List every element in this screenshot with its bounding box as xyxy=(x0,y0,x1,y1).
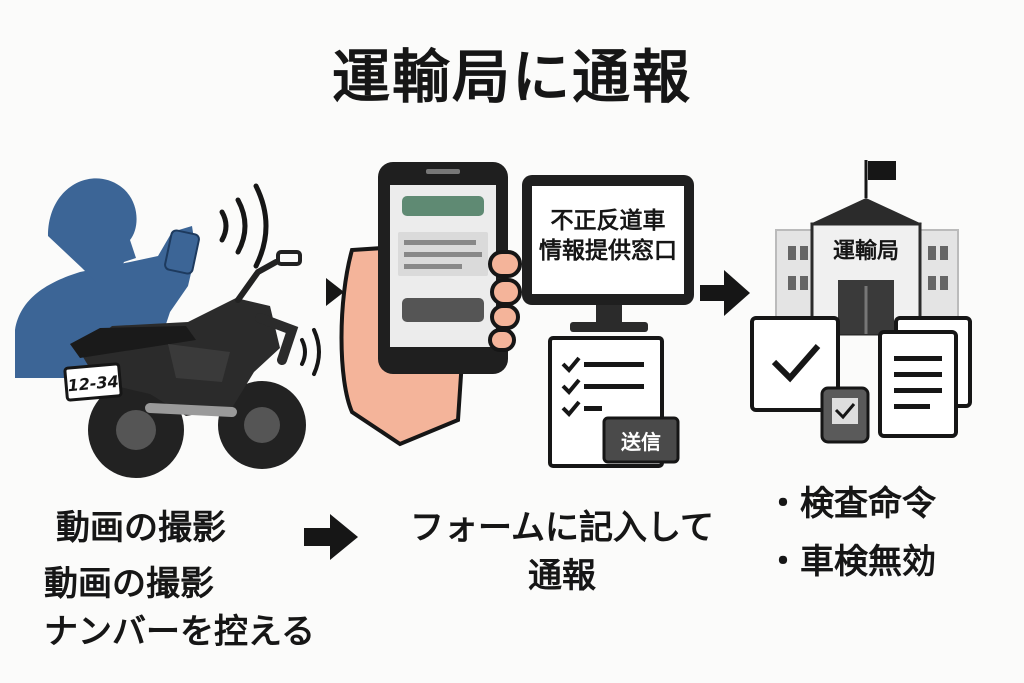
paper-documents-icon xyxy=(878,316,972,438)
step1-caption-line1: 動画の撮影 xyxy=(56,508,226,548)
step1-caption-line3: ナンバーを控える xyxy=(44,612,315,652)
submit-button-label: 送信 xyxy=(621,430,661,454)
recording-signal-icon xyxy=(219,183,269,269)
checkmark-icon xyxy=(561,378,581,395)
checkmark-document xyxy=(750,316,840,412)
arrow-right-icon xyxy=(326,278,344,306)
submit-button[interactable]: 送信 xyxy=(602,416,680,464)
approval-stamp-icon xyxy=(820,386,870,444)
checkmark-icon xyxy=(561,400,581,417)
checkmark-icon xyxy=(771,344,821,383)
checkmark-icon xyxy=(561,356,581,373)
building-sign: 運輸局 xyxy=(833,238,899,264)
hand-holding-smartphone xyxy=(339,162,522,447)
license-plate-number: 12-34 xyxy=(67,372,120,395)
step2-caption-line2: 通報 xyxy=(528,556,596,596)
license-plate: 12-34 xyxy=(63,362,123,402)
step2-caption-line1: フォームに記入して xyxy=(410,508,714,548)
result-item-shaken-invalid: ・車検無効 xyxy=(766,542,936,582)
flag-icon xyxy=(868,161,896,180)
sound-waves-icon xyxy=(300,328,321,376)
page-title: 運輸局に通報 xyxy=(331,43,692,111)
transport-bureau-building: 運輸局 xyxy=(775,160,959,336)
phone-in-hand-icon xyxy=(164,229,200,275)
computer-monitor: 不正反道車 情報提供窓口 xyxy=(522,175,694,332)
arrow-right-icon xyxy=(304,514,358,560)
arrow-right-icon xyxy=(700,270,750,316)
monitor-heading-line2: 情報提供窓口 xyxy=(539,237,677,264)
result-item-inspection-order: ・検査命令 xyxy=(766,484,936,524)
monitor-heading-line1: 不正反道車 xyxy=(551,207,666,234)
motorcycle-illustration xyxy=(70,250,306,478)
step1-caption-line2: 動画の撮影 xyxy=(44,564,214,604)
